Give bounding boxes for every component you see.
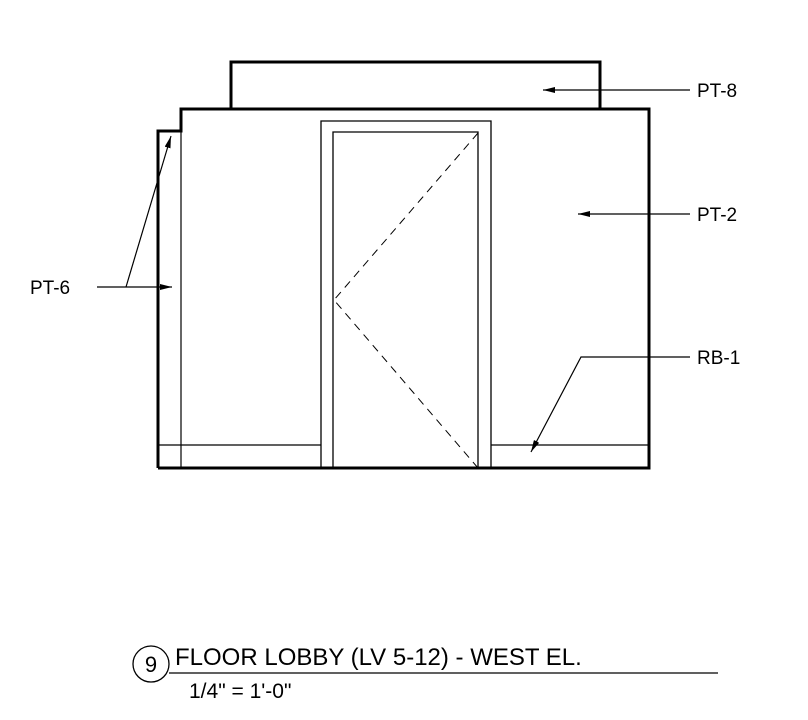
pt8-label: PT-8 [697, 81, 737, 102]
door-frame-outer [320, 120, 492, 468]
pt6-label: PT-6 [30, 278, 70, 299]
drawing-number-circle [132, 645, 170, 683]
rb1-label: RB-1 [697, 348, 740, 369]
door-frame-inner [332, 131, 479, 468]
drawing-title: FLOOR LOBBY (LV 5-12) - WEST EL. [175, 644, 582, 671]
soffit-outline [229, 60, 602, 109]
door-swing [333, 132, 479, 469]
pt2-label: PT-2 [697, 205, 737, 226]
wall-outline [156, 107, 651, 470]
rb1-leader [530, 356, 690, 453]
drawing-number: 9 [145, 652, 157, 677]
pt6-leader-diagonal [125, 135, 172, 288]
drawing-scale: 1/4" = 1'-0" [189, 680, 291, 703]
